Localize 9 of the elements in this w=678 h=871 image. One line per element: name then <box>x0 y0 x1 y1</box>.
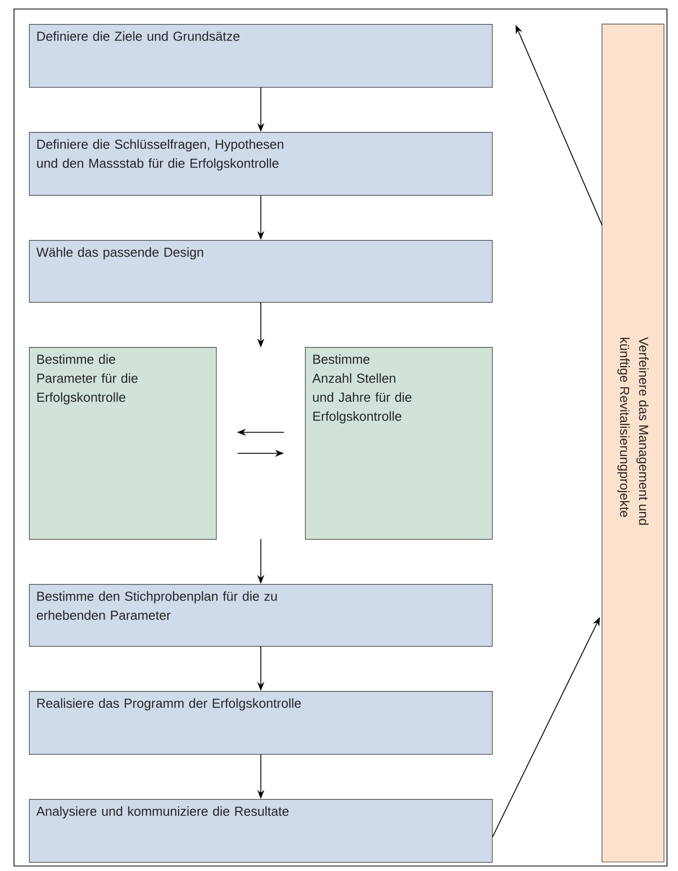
process-box: Wähle das passende Design <box>29 240 493 303</box>
process-box: Bestimme den Stichprobenplan für die zu erhebenden Parameter <box>29 584 493 647</box>
process-bar: Verfeinere das Management und künftige Revitalisierungprojekte <box>602 24 664 862</box>
process-box: Bestimme Anzahl Stellen und Jahre für die Erfolgskontrolle <box>305 347 493 540</box>
process-box: Definiere die Schlüsselfragen, Hypothesen und den Massstab für die Erfolgskontrolle <box>29 132 493 196</box>
process-box: Bestimme die Parameter für die Erfolgskontrolle <box>29 347 217 540</box>
process-box: Realisiere das Programm der Erfolgskontrolle <box>29 691 493 755</box>
process-box: Analysiere und kommuniziere die Resultate <box>29 799 493 863</box>
process-box: Definiere die Ziele und Grundsätze <box>29 24 493 88</box>
